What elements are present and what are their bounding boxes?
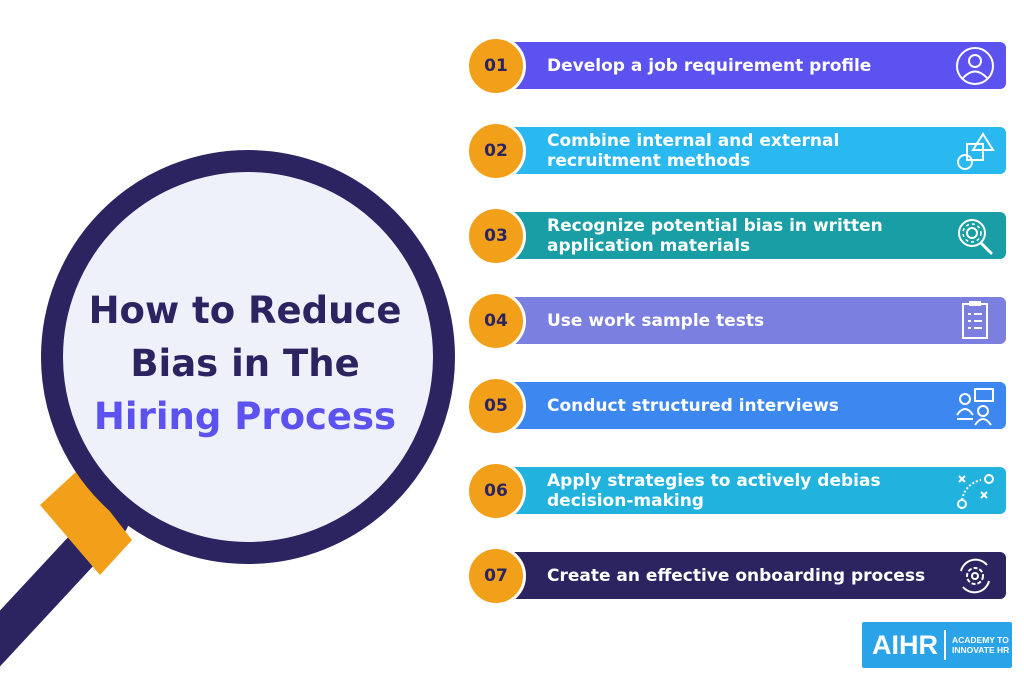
step-label: Create an effective onboarding process [547,565,926,586]
magnifier-lens [41,150,455,564]
step-number: 01 [466,36,526,96]
step-05: 05 Conduct structured interviews [466,376,1011,436]
shapes-icon [957,132,995,170]
title-line-3: Hiring Process [93,395,397,438]
step-number: 07 [466,546,526,606]
step-bar [494,212,1006,259]
user-profile-icon [956,47,994,85]
logo-mark: AIHR [862,630,946,660]
step-label: Use work sample tests [547,310,765,331]
magnifying-glass-illustration: How to Reduce Bias in The Hiring Process [0,0,480,680]
magnify-cog-icon [958,219,993,255]
interview-icon [956,388,994,426]
step-number: 05 [466,376,526,436]
checklist-icon [962,301,988,339]
step-label: Apply strategies to actively debias deci… [547,470,881,511]
step-label: Recognize potential bias in written appl… [547,215,883,256]
logo-tagline: ACADEMY TO INNOVATE HR [946,635,1009,655]
magnifier-graphic [0,150,455,667]
step-number: 04 [466,291,526,351]
step-01: 01 Develop a job requirement profile [466,36,1011,96]
step-number: 03 [466,206,526,266]
page-title: How to Reduce Bias in The Hiring Process [70,284,420,443]
title-line-1: How to Reduce [88,289,402,332]
logo-tagline-line-2: INNOVATE HR [952,645,1010,655]
step-07: 07 Create an effective onboarding proces… [466,546,1011,606]
step-number: 06 [466,461,526,521]
step-bar [494,127,1006,174]
step-06: 06 Apply strategies to actively debias d… [466,461,1011,521]
strategy-icon [957,474,994,509]
step-bar [494,467,1006,514]
gear-cycle-icon [960,558,990,594]
step-number: 02 [466,121,526,181]
step-03: 03 Recognize potential bias in written a… [466,206,1011,266]
step-label: Conduct structured interviews [547,395,839,416]
step-bar [494,382,1006,429]
step-label: Develop a job requirement profile [547,55,872,76]
step-bar [494,552,1006,599]
aihr-logo: AIHR ACADEMY TO INNOVATE HR [862,622,1012,668]
step-02: 02 Combine internal and external recruit… [466,121,1011,181]
logo-tagline-line-1: ACADEMY TO [952,635,1009,645]
step-bar [494,297,1006,344]
step-04: 04 Use work sample tests [466,291,1011,351]
magnifier-collar [40,470,132,575]
title-line-2: Bias in The [130,342,360,385]
step-label: Combine internal and external recruitmen… [547,130,840,171]
step-bar [494,42,1006,89]
